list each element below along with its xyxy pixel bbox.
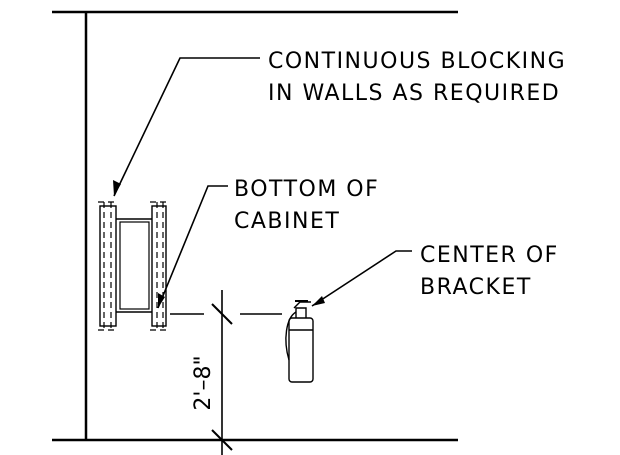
label-blocking-line1: CONTINUOUS BLOCKING <box>268 49 566 74</box>
label-cabinet-line2: CABINET <box>234 209 340 234</box>
label-bracket-line1: CENTER OF <box>420 243 559 268</box>
dimension-text: 2'–8" <box>191 355 216 410</box>
cabinet-leader <box>157 185 228 309</box>
label-blocking-line2: IN WALLS AS REQUIRED <box>268 81 560 106</box>
bracket-leader <box>311 250 412 307</box>
label-cabinet-line1: BOTTOM OF <box>234 177 379 202</box>
label-bracket-line2: BRACKET <box>420 275 532 300</box>
blocking-dashes <box>98 201 168 331</box>
fire-extinguisher-icon <box>285 300 314 383</box>
blocking-leader <box>113 57 260 197</box>
cabinet <box>98 201 168 331</box>
dimension-line <box>170 290 282 455</box>
